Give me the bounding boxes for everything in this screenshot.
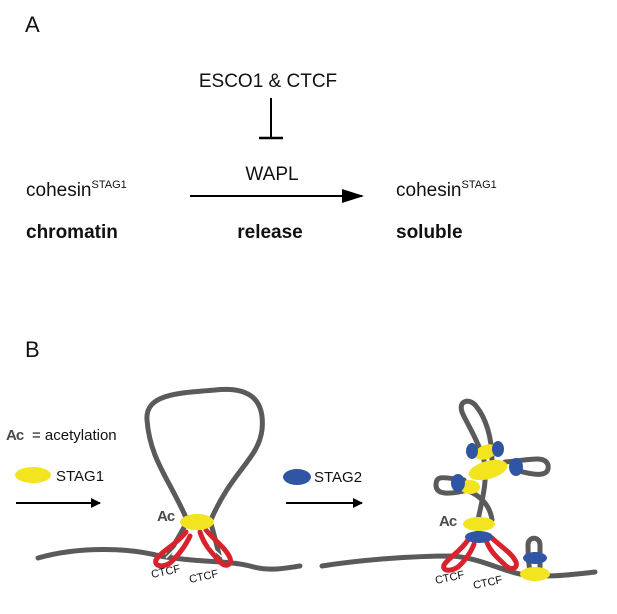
right-side-loop	[502, 456, 551, 477]
inhibition-symbol	[259, 98, 283, 140]
right-chromatin-baseline	[319, 553, 598, 579]
left-side-loop	[433, 475, 471, 496]
ctcf-hairpin-left-arrow	[165, 547, 177, 559]
panel-a: A ESCO1 & CTCF WAPL cohesinSTAG1 chromat…	[25, 12, 497, 243]
stag1-anchor-complex	[463, 517, 495, 531]
ctcf-hairpin-right	[197, 527, 233, 568]
ac-legend-label: = acetylation	[32, 427, 117, 444]
soluble-state-label: soluble	[396, 222, 463, 243]
stag2-ring-upper-left	[466, 443, 478, 459]
ctcf-hairpin-right-1	[441, 537, 477, 573]
left-chromatin-baseline	[35, 547, 303, 572]
stag1-complex-left-side	[460, 480, 480, 494]
stag2-ring-left	[451, 474, 465, 492]
stag2-anchor-complex	[465, 531, 493, 543]
ac-mark-left: Ac	[157, 508, 175, 525]
stag1-legend-icon	[15, 467, 51, 483]
ac-legend-symbol: Ac	[6, 427, 24, 444]
large-chromatin-loop	[144, 386, 265, 525]
ctcf-label-left-2: CTCF	[188, 568, 219, 586]
stag2-legend-icon	[283, 469, 311, 485]
ac-mark-right: Ac	[439, 513, 457, 530]
wapl-label: WAPL	[245, 164, 298, 185]
ctcf-label-right-2: CTCF	[472, 574, 503, 592]
stag1-loop-illustration: Ac CTCF CTCF	[35, 386, 303, 586]
panel-a-letter: A	[25, 12, 40, 37]
panel-b: B Ac = acetylation STAG1 STAG2 Ac CTCF C…	[6, 337, 598, 592]
regulators-label: ESCO1 & CTCF	[199, 71, 337, 92]
stag2-ring-upper-right	[492, 441, 504, 457]
ctcf-hairpin-right-arrow	[209, 545, 223, 558]
top-small-loop	[458, 398, 495, 463]
chromatin-state-label: chromatin	[26, 222, 118, 243]
stag1-small-loop-complex	[520, 567, 550, 581]
stag2-loops-illustration: Ac CTCF CTCF	[319, 398, 598, 592]
stag2-small-loop-complex	[523, 552, 547, 564]
release-state-label: release	[237, 222, 303, 243]
stag2-legend-label: STAG2	[314, 469, 362, 486]
cohesin-left-label: cohesinSTAG1	[26, 179, 127, 201]
stag1-legend-label: STAG1	[56, 468, 104, 485]
ctcf-hairpin-right-2	[483, 535, 519, 572]
stag1-complex-upper	[474, 444, 498, 460]
cohesin-right-label: cohesinSTAG1	[396, 179, 497, 201]
stag1-complex-middle	[468, 459, 508, 481]
ctcf-label-right-1: CTCF	[434, 569, 465, 587]
stag2-ring-right	[509, 458, 523, 476]
ctcf-hairpin-left	[153, 529, 193, 569]
panel-b-letter: B	[25, 337, 40, 362]
stag1-cohesin-complex	[180, 514, 214, 530]
